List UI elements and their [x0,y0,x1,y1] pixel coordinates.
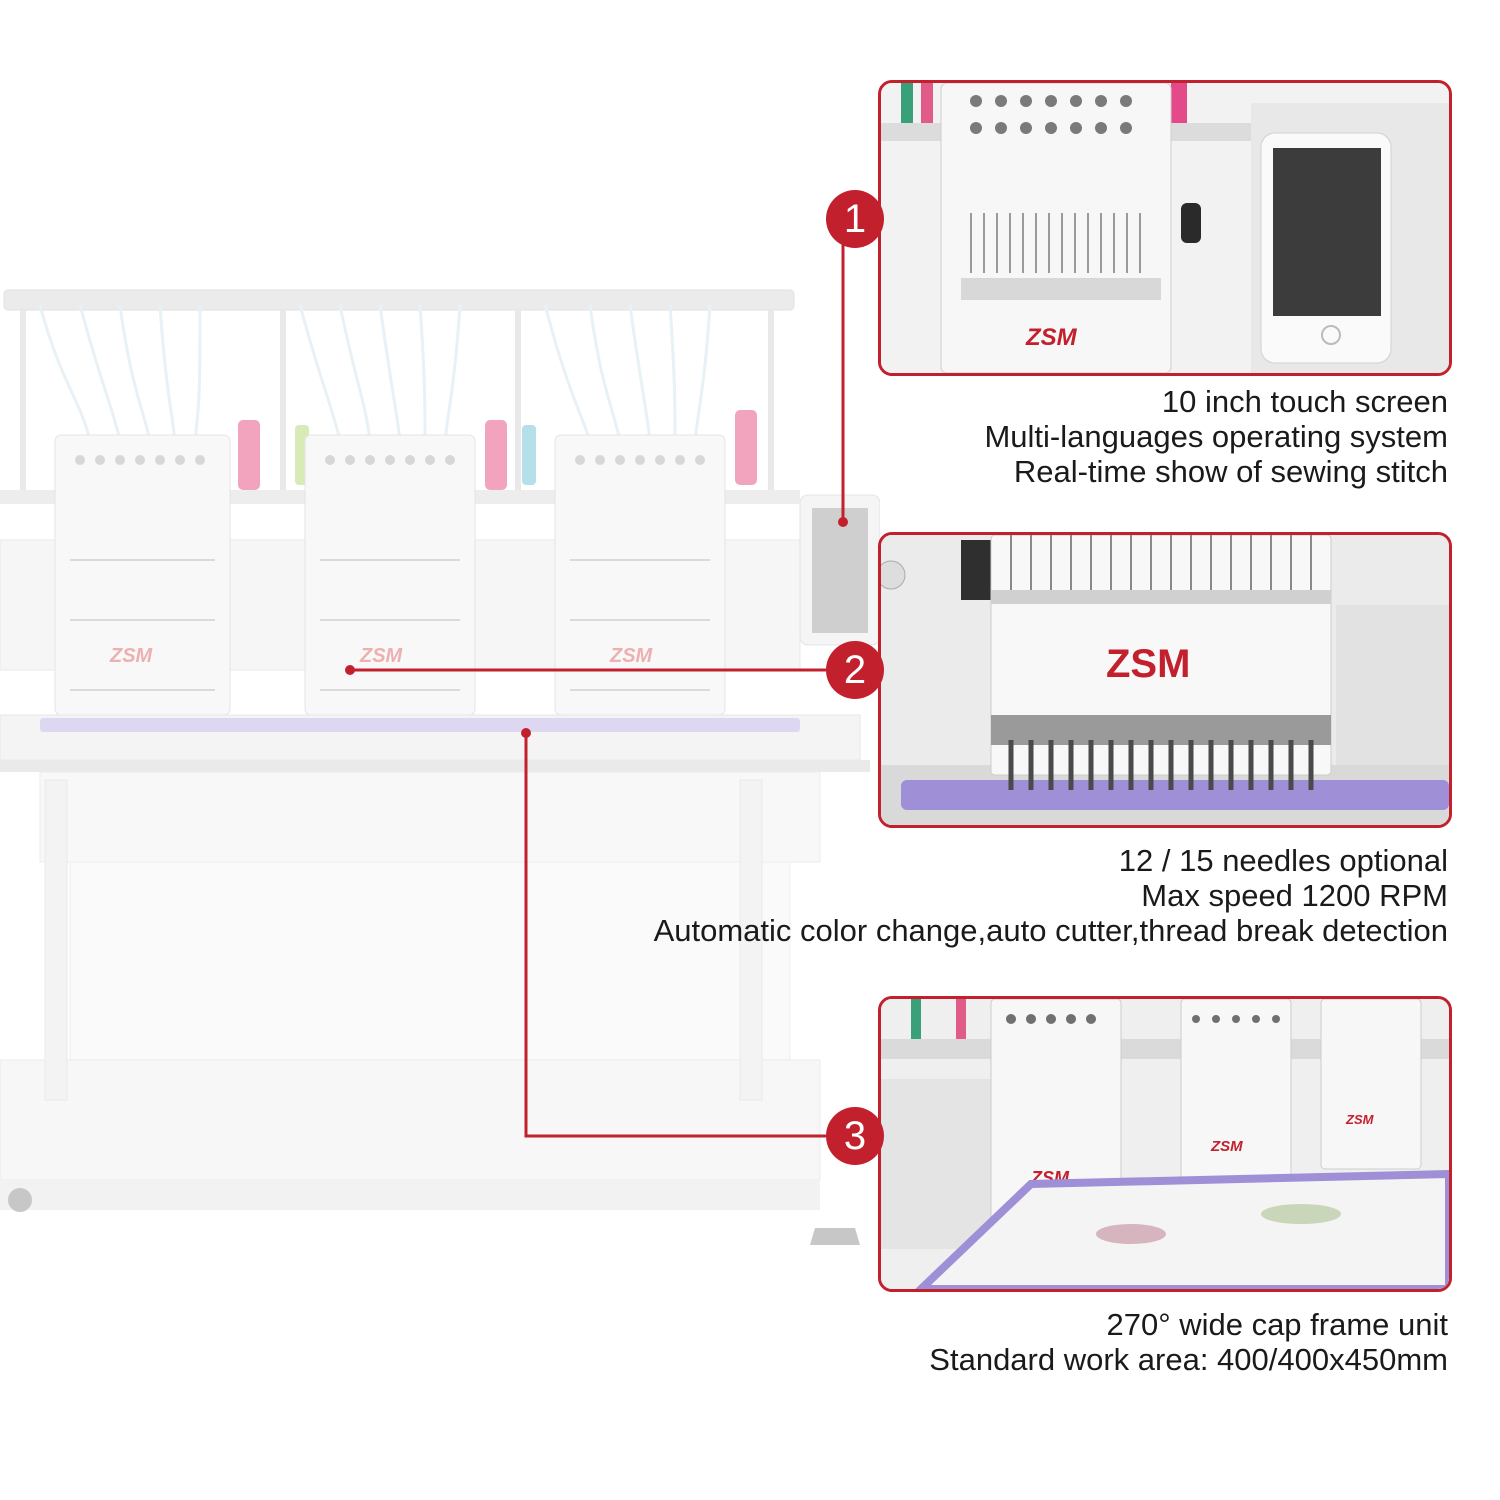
caption-line: 10 inch touch screen [1161,384,1448,419]
callout-badge-2: 2 [826,641,884,699]
zsm-logo: ZSM [1025,324,1078,351]
touch-screen-photo: ZSM [881,83,1449,373]
caption-line: Multi-languages operating system [984,419,1448,454]
caption-line: Real-time show of sewing stitch [1013,454,1448,489]
callout-3-caption: 270° wide cap frame unit Standard work a… [929,1307,1448,1377]
caption-line: Automatic color change,auto cutter,threa… [653,913,1448,948]
zsm-logo: ZSM [1210,1138,1243,1155]
work-area-photo: ZSM ZSM ZSM [881,999,1449,1289]
callout-badge-3: 3 [826,1107,884,1165]
detail-panel-touch-screen: ZSM [878,80,1452,376]
caption-line: 12 / 15 needles optional [1118,843,1448,878]
detail-panel-work-area: ZSM ZSM ZSM [878,996,1452,1292]
svg-text:ZSM: ZSM [609,645,654,667]
zsm-logo: ZSM [1345,1112,1375,1127]
callout-2-caption: 12 / 15 needles optional Max speed 1200 … [654,843,1448,948]
detail-panel-needle-head: ZSM [878,532,1452,828]
caption-line: Max speed 1200 RPM [1141,878,1448,913]
callout-badge-1: 1 [826,190,884,248]
needle-head-photo: ZSM [881,535,1449,825]
zsm-logo: ZSM [1106,642,1190,686]
caption-line: Standard work area: 400/400x450mm [929,1342,1448,1377]
svg-text:ZSM: ZSM [359,645,404,667]
embroidery-machine-illustration: ZSM ZSM ZSM [0,289,880,1245]
caption-line: 270° wide cap frame unit [1106,1307,1448,1342]
callout-1-caption: 10 inch touch screen Multi-languages ope… [984,384,1448,489]
svg-text:ZSM: ZSM [109,645,154,667]
